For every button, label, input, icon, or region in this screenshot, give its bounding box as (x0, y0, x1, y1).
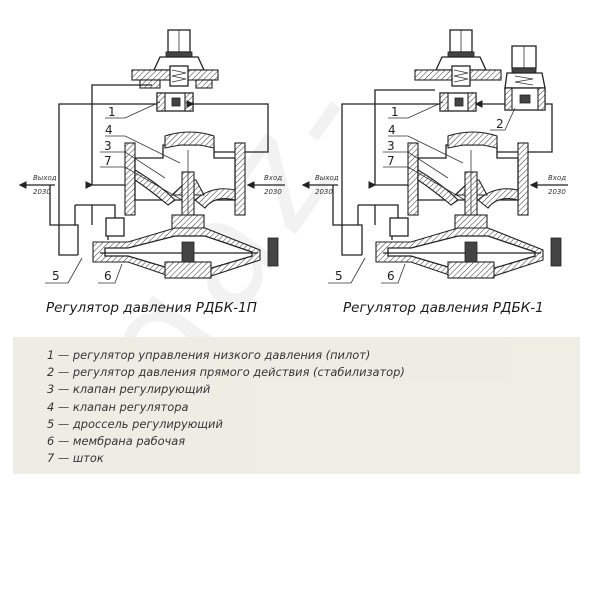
callout-5: 5 (52, 269, 60, 283)
callout-4: 4 (105, 123, 113, 137)
pilot-regulator (131, 29, 219, 112)
legend-item: 2 — регулятор давления прямого действия … (47, 365, 405, 380)
callout-7: 7 (104, 154, 112, 168)
impulse-lines (49, 84, 269, 256)
legend-item: 7 — шток (47, 451, 104, 466)
outlet-label: Выход (315, 174, 339, 182)
outlet-code: 2030 (33, 188, 51, 196)
pilot-regulator (414, 29, 502, 112)
callout-2: 2 (496, 117, 504, 131)
callout-1: 1 (391, 105, 399, 119)
impulse-lines (332, 89, 553, 256)
diagram-rdbk-1: Выход 2030 Вход 2030 1 4 3 7 2 5 6 (300, 0, 600, 300)
legend-list: 1 — регулятор управления низкого давлени… (13, 337, 580, 467)
legend-item: 3 — клапан регулирующий (47, 382, 211, 397)
callout-4: 4 (388, 123, 396, 137)
legend-box: 1 — регулятор управления низкого давлени… (13, 337, 580, 474)
stabilizer-regulator (504, 45, 546, 111)
caption-rdbk-1p: Регулятор давления РДБК-1П (46, 300, 257, 316)
callout-5: 5 (335, 269, 343, 283)
diagram-rdbk-1p: Выход 2030 Вход 2030 1 4 3 7 5 6 (0, 0, 300, 300)
callout-3: 3 (104, 139, 112, 153)
inlet-code: 2030 (264, 188, 282, 196)
caption-rdbk-1: Регулятор давления РДБК-1 (343, 300, 544, 316)
callout-6: 6 (387, 269, 395, 283)
legend-item: 6 — мембрана рабочая (47, 433, 186, 448)
diaphragm-housing (375, 227, 562, 279)
inlet-label: Вход (264, 174, 282, 182)
outlet-label: Выход (33, 174, 57, 182)
inlet-code: 2030 (548, 188, 566, 196)
callout-6: 6 (104, 269, 112, 283)
main-valve (407, 131, 529, 270)
legend-item: 5 — дроссель регулирующий (47, 416, 223, 431)
callout-3: 3 (387, 139, 395, 153)
callout-7: 7 (387, 154, 395, 168)
main-valve (124, 131, 246, 270)
callout-1: 1 (108, 105, 116, 119)
inlet-label: Вход (548, 174, 566, 182)
diaphragm-housing (92, 227, 279, 279)
legend-item: 1 — регулятор управления низкого давлени… (47, 348, 371, 362)
outlet-code: 2030 (315, 188, 333, 196)
legend-item: 4 — клапан регулятора (47, 399, 189, 414)
